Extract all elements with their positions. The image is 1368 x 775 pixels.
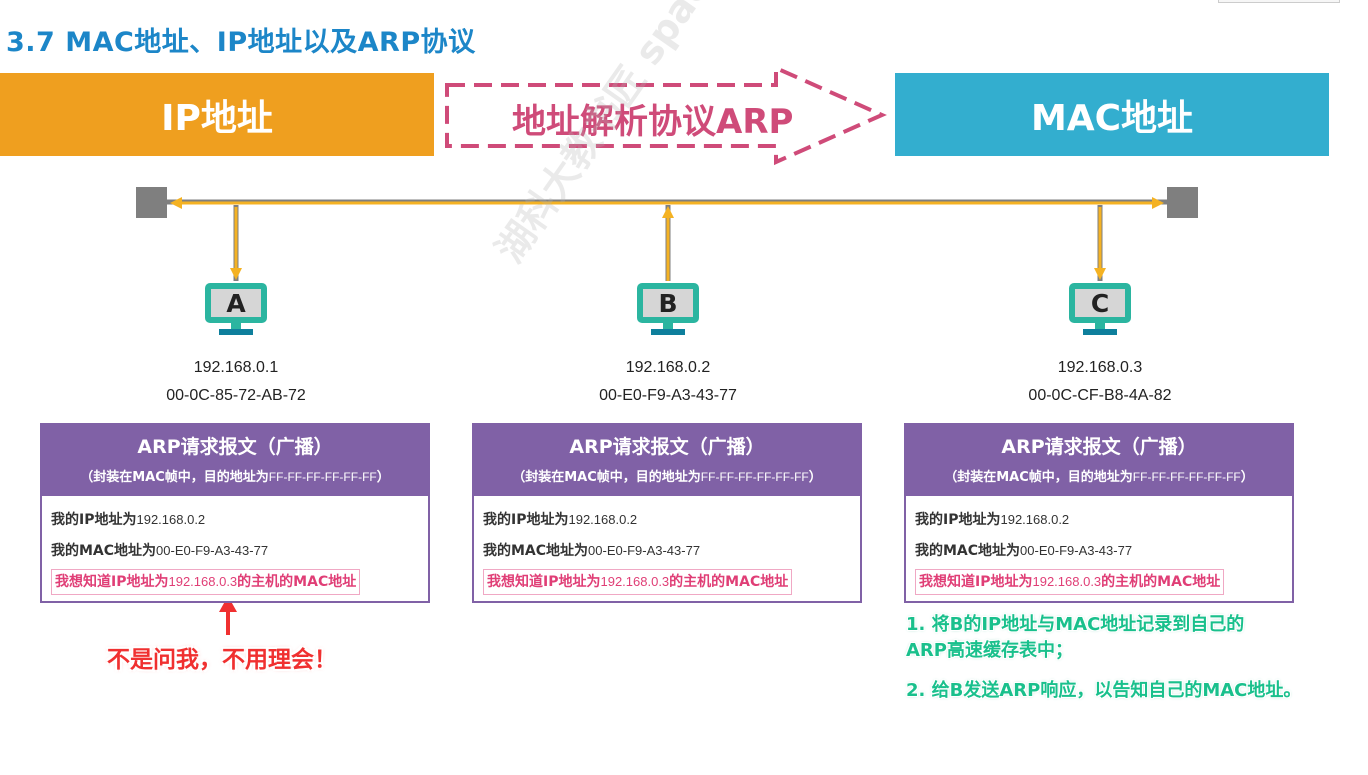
packet-header: ARP请求报文（广播） （封装在MAC帧中，目的地址为FF-FF-FF-FF-F… <box>474 425 860 496</box>
packet-target-query: 我想知道IP地址为192.168.0.3的主机的MAC地址 <box>51 568 428 599</box>
host-b-letter: B <box>658 288 678 318</box>
packet-subtitle: （封装在MAC帧中，目的地址为FF-FF-FF-FF-FF-FF） <box>944 470 1254 485</box>
arp-request-packet-c: ARP请求报文（广播） （封装在MAC帧中，目的地址为FF-FF-FF-FF-F… <box>904 423 1294 603</box>
host-b-info: 192.168.0.2 00-E0-F9-A3-43-77 <box>558 354 778 410</box>
mac-address-label: MAC地址 <box>1030 97 1194 139</box>
packet-sender-ip: 我的IP地址为192.168.0.2 <box>915 512 1070 528</box>
bus-end-left <box>136 187 167 218</box>
host-b-computer-icon: B <box>637 283 699 335</box>
host-a-computer-icon: A <box>205 283 267 335</box>
host-a-mac: 00-0C-85-72-AB-72 <box>166 387 306 404</box>
host-a-ip: 192.168.0.1 <box>193 359 279 376</box>
host-c-note-line3: 2. 给B发送ARP响应，以告知自己的MAC地址。 <box>906 680 1302 701</box>
host-c-letter: C <box>1090 288 1110 318</box>
packet-title: ARP请求报文（广播） <box>569 436 765 458</box>
host-c-info: 192.168.0.3 00-0C-CF-B8-4A-82 <box>990 354 1210 410</box>
arp-request-packet-b: ARP请求报文（广播） （封装在MAC帧中，目的地址为FF-FF-FF-FF-F… <box>472 423 862 603</box>
signal-left-head <box>170 197 182 209</box>
packet-sender-mac: 我的MAC地址为00-E0-F9-A3-43-77 <box>483 543 701 559</box>
packet-title: ARP请求报文（广播） <box>137 436 333 458</box>
signal-right-head <box>1152 197 1164 209</box>
host-c-note-line1: 1. 将B的IP地址与MAC地址记录到自己的 <box>906 614 1245 635</box>
arp-request-packet-a: ARP请求报文（广播） （封装在MAC帧中，目的地址为FF-FF-FF-FF-F… <box>40 423 430 603</box>
mac-address-bar: MAC地址 <box>895 73 1329 156</box>
packet-sender-mac: 我的MAC地址为00-E0-F9-A3-43-77 <box>915 543 1133 559</box>
drop-a-head <box>230 268 242 280</box>
packet-header: ARP请求报文（广播） （封装在MAC帧中，目的地址为FF-FF-FF-FF-F… <box>906 425 1292 496</box>
host-a-info: 192.168.0.1 00-0C-85-72-AB-72 <box>126 354 346 410</box>
page-title: 3.7 MAC地址、IP地址以及ARP协议 <box>6 27 476 58</box>
packet-subtitle: （封装在MAC帧中，目的地址为FF-FF-FF-FF-FF-FF） <box>80 470 390 485</box>
host-c-mac: 00-0C-CF-B8-4A-82 <box>1028 387 1172 404</box>
packet-target-query: 我想知道IP地址为192.168.0.3的主机的MAC地址 <box>483 568 860 599</box>
host-a-letter: A <box>226 288 246 318</box>
host-c-ip: 192.168.0.3 <box>1057 359 1143 376</box>
red-arrow-head <box>219 596 237 612</box>
ip-address-bar: IP地址 <box>0 73 434 156</box>
packet-sender-ip: 我的IP地址为192.168.0.2 <box>51 512 206 528</box>
packet-sender-mac: 我的MAC地址为00-E0-F9-A3-43-77 <box>51 543 269 559</box>
corner-decoration <box>1218 0 1340 3</box>
host-c-note-line2: ARP高速缓存表中； <box>906 640 1073 661</box>
arp-label: 地址解析协议ARP <box>512 102 794 142</box>
packet-target-query: 我想知道IP地址为192.168.0.3的主机的MAC地址 <box>915 568 1292 599</box>
packet-header: ARP请求报文（广播） （封装在MAC帧中，目的地址为FF-FF-FF-FF-F… <box>42 425 428 496</box>
host-b-mac: 00-E0-F9-A3-43-77 <box>599 387 737 404</box>
packet-subtitle: （封装在MAC帧中，目的地址为FF-FF-FF-FF-FF-FF） <box>512 470 822 485</box>
ip-address-label: IP地址 <box>161 97 273 139</box>
drop-b-head <box>662 206 674 218</box>
arp-dashed-arrow <box>445 64 887 166</box>
host-b-ip: 192.168.0.2 <box>625 359 711 376</box>
host-a-ignore-note: 不是问我，不用理会！ <box>107 647 337 673</box>
drop-c-head <box>1094 268 1106 280</box>
host-c-computer-icon: C <box>1069 283 1131 335</box>
packet-sender-ip: 我的IP地址为192.168.0.2 <box>483 512 638 528</box>
bus-end-right <box>1167 187 1198 218</box>
packet-title: ARP请求报文（广播） <box>1001 436 1197 458</box>
